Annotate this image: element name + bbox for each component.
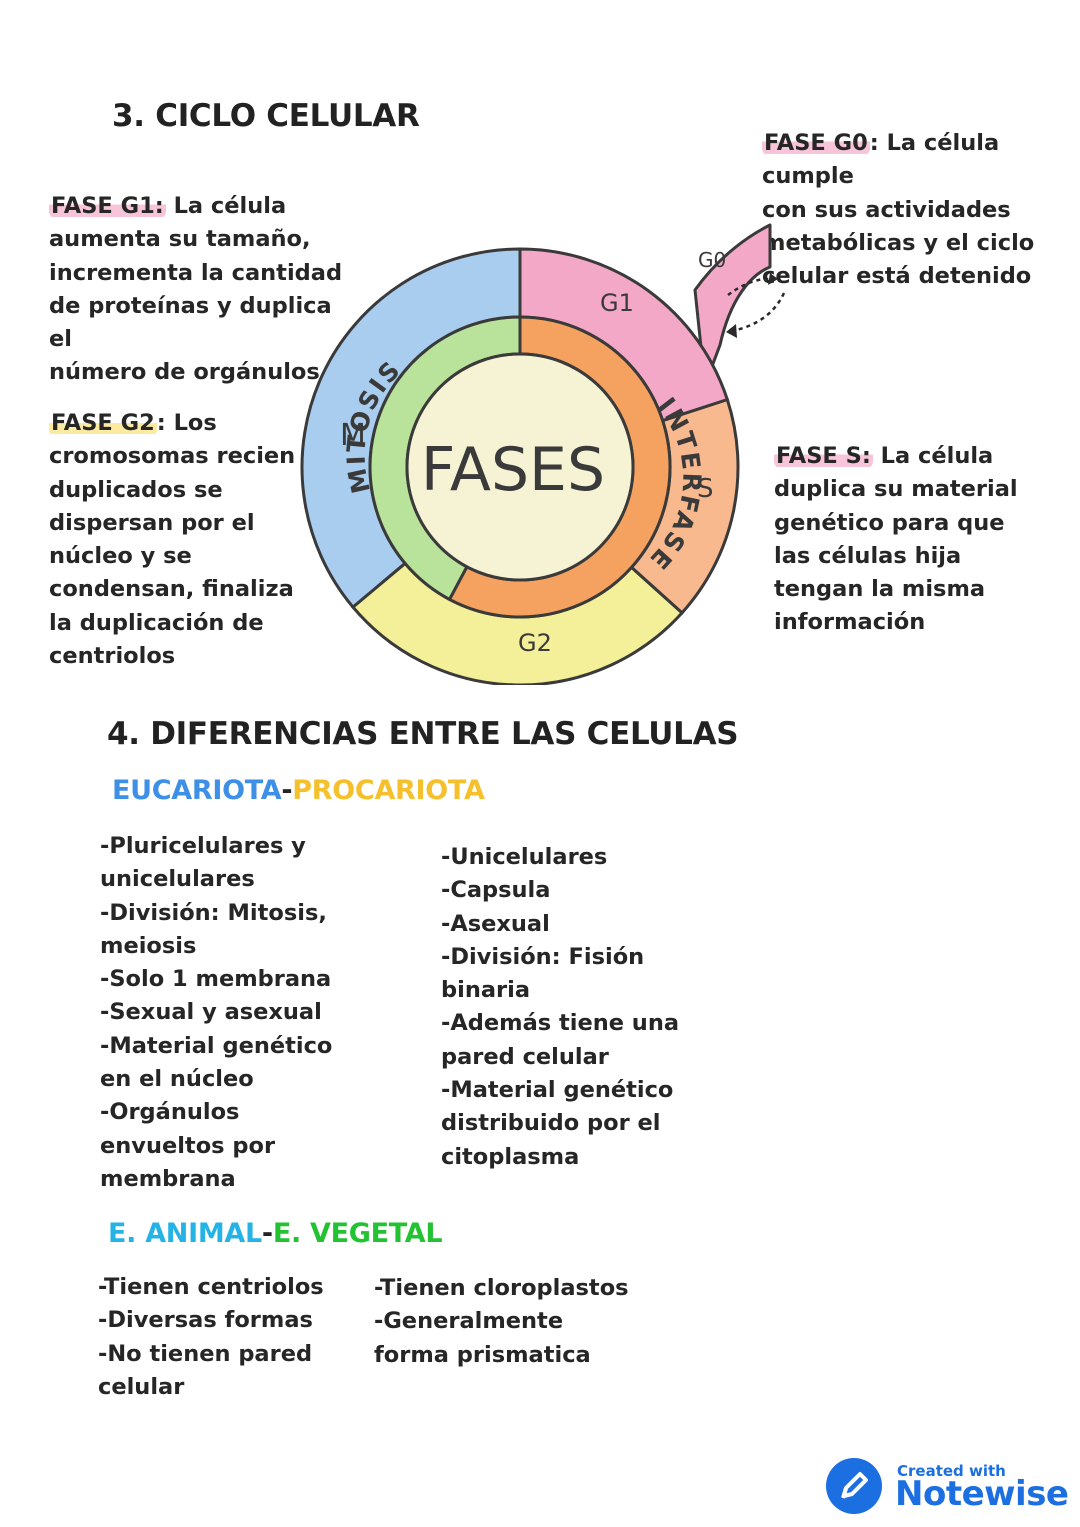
pencil-icon	[841, 1472, 868, 1499]
arrow-right-icon	[727, 277, 775, 297]
eucariota-list: -Pluricelulares y unicelulares -División…	[100, 833, 333, 1192]
section4-title: 4. DIFERENCIAS ENTRE LAS CELULAS	[107, 716, 739, 752]
created-with-text: Created with	[897, 1462, 1006, 1480]
procariota-heading: PROCARIOTA	[292, 775, 485, 806]
notewise-brand[interactable]: Notewise	[895, 1474, 1069, 1514]
arrowhead-right-icon	[768, 273, 778, 285]
cell-cycle-diagram: FASES MITOSIS INTERFASE M G1 G0 S G2	[300, 223, 786, 685]
g0-label: FASE G0	[762, 130, 870, 156]
arrowhead-left-icon	[726, 324, 737, 338]
section3-title: 3. CICLO CELULAR	[112, 98, 420, 134]
g1-description: FASE G1: La célula aumenta su tamaño, in…	[49, 193, 343, 386]
notewise-logo[interactable]	[826, 1458, 882, 1514]
s-label-diagram: S	[697, 474, 714, 504]
g0-arm	[693, 223, 772, 387]
s-description: FASE S: La célula duplica su material ge…	[774, 443, 1018, 636]
animal-heading: E. ANIMAL	[108, 1218, 262, 1249]
animal-vegetal-heading: E. ANIMAL-E. VEGETAL	[108, 1218, 443, 1249]
vegetal-list: -Tienen cloroplastos -Generalmente forma…	[374, 1275, 629, 1368]
arrow-left-icon	[731, 292, 786, 333]
g0-description: FASE G0: La célula cumple con sus activi…	[762, 130, 1035, 290]
center-circle	[405, 352, 635, 582]
g1-label-diagram: G1	[600, 289, 634, 317]
fases-label: FASES	[421, 435, 605, 505]
m-label: M	[340, 418, 366, 453]
g1-label: FASE G1:	[49, 193, 166, 219]
s-label: FASE S:	[774, 443, 873, 469]
animal-list: -Tienen centriolos -Diversas formas -No …	[98, 1274, 324, 1400]
procariota-list: -Unicelulares -Capsula -Asexual -Divisió…	[441, 844, 680, 1170]
eucariota-heading: EUCARIOTA	[112, 775, 282, 806]
g2-description: FASE G2: Los cromosomas recien duplicado…	[49, 410, 296, 670]
g2-label: FASE G2	[49, 410, 157, 436]
eucariota-procariota-heading: EUCARIOTA-PROCARIOTA	[112, 775, 485, 806]
vegetal-heading: E. VEGETAL	[272, 1218, 443, 1249]
g0-label-diagram: G0	[698, 248, 726, 272]
g2-label-diagram: G2	[518, 629, 552, 657]
